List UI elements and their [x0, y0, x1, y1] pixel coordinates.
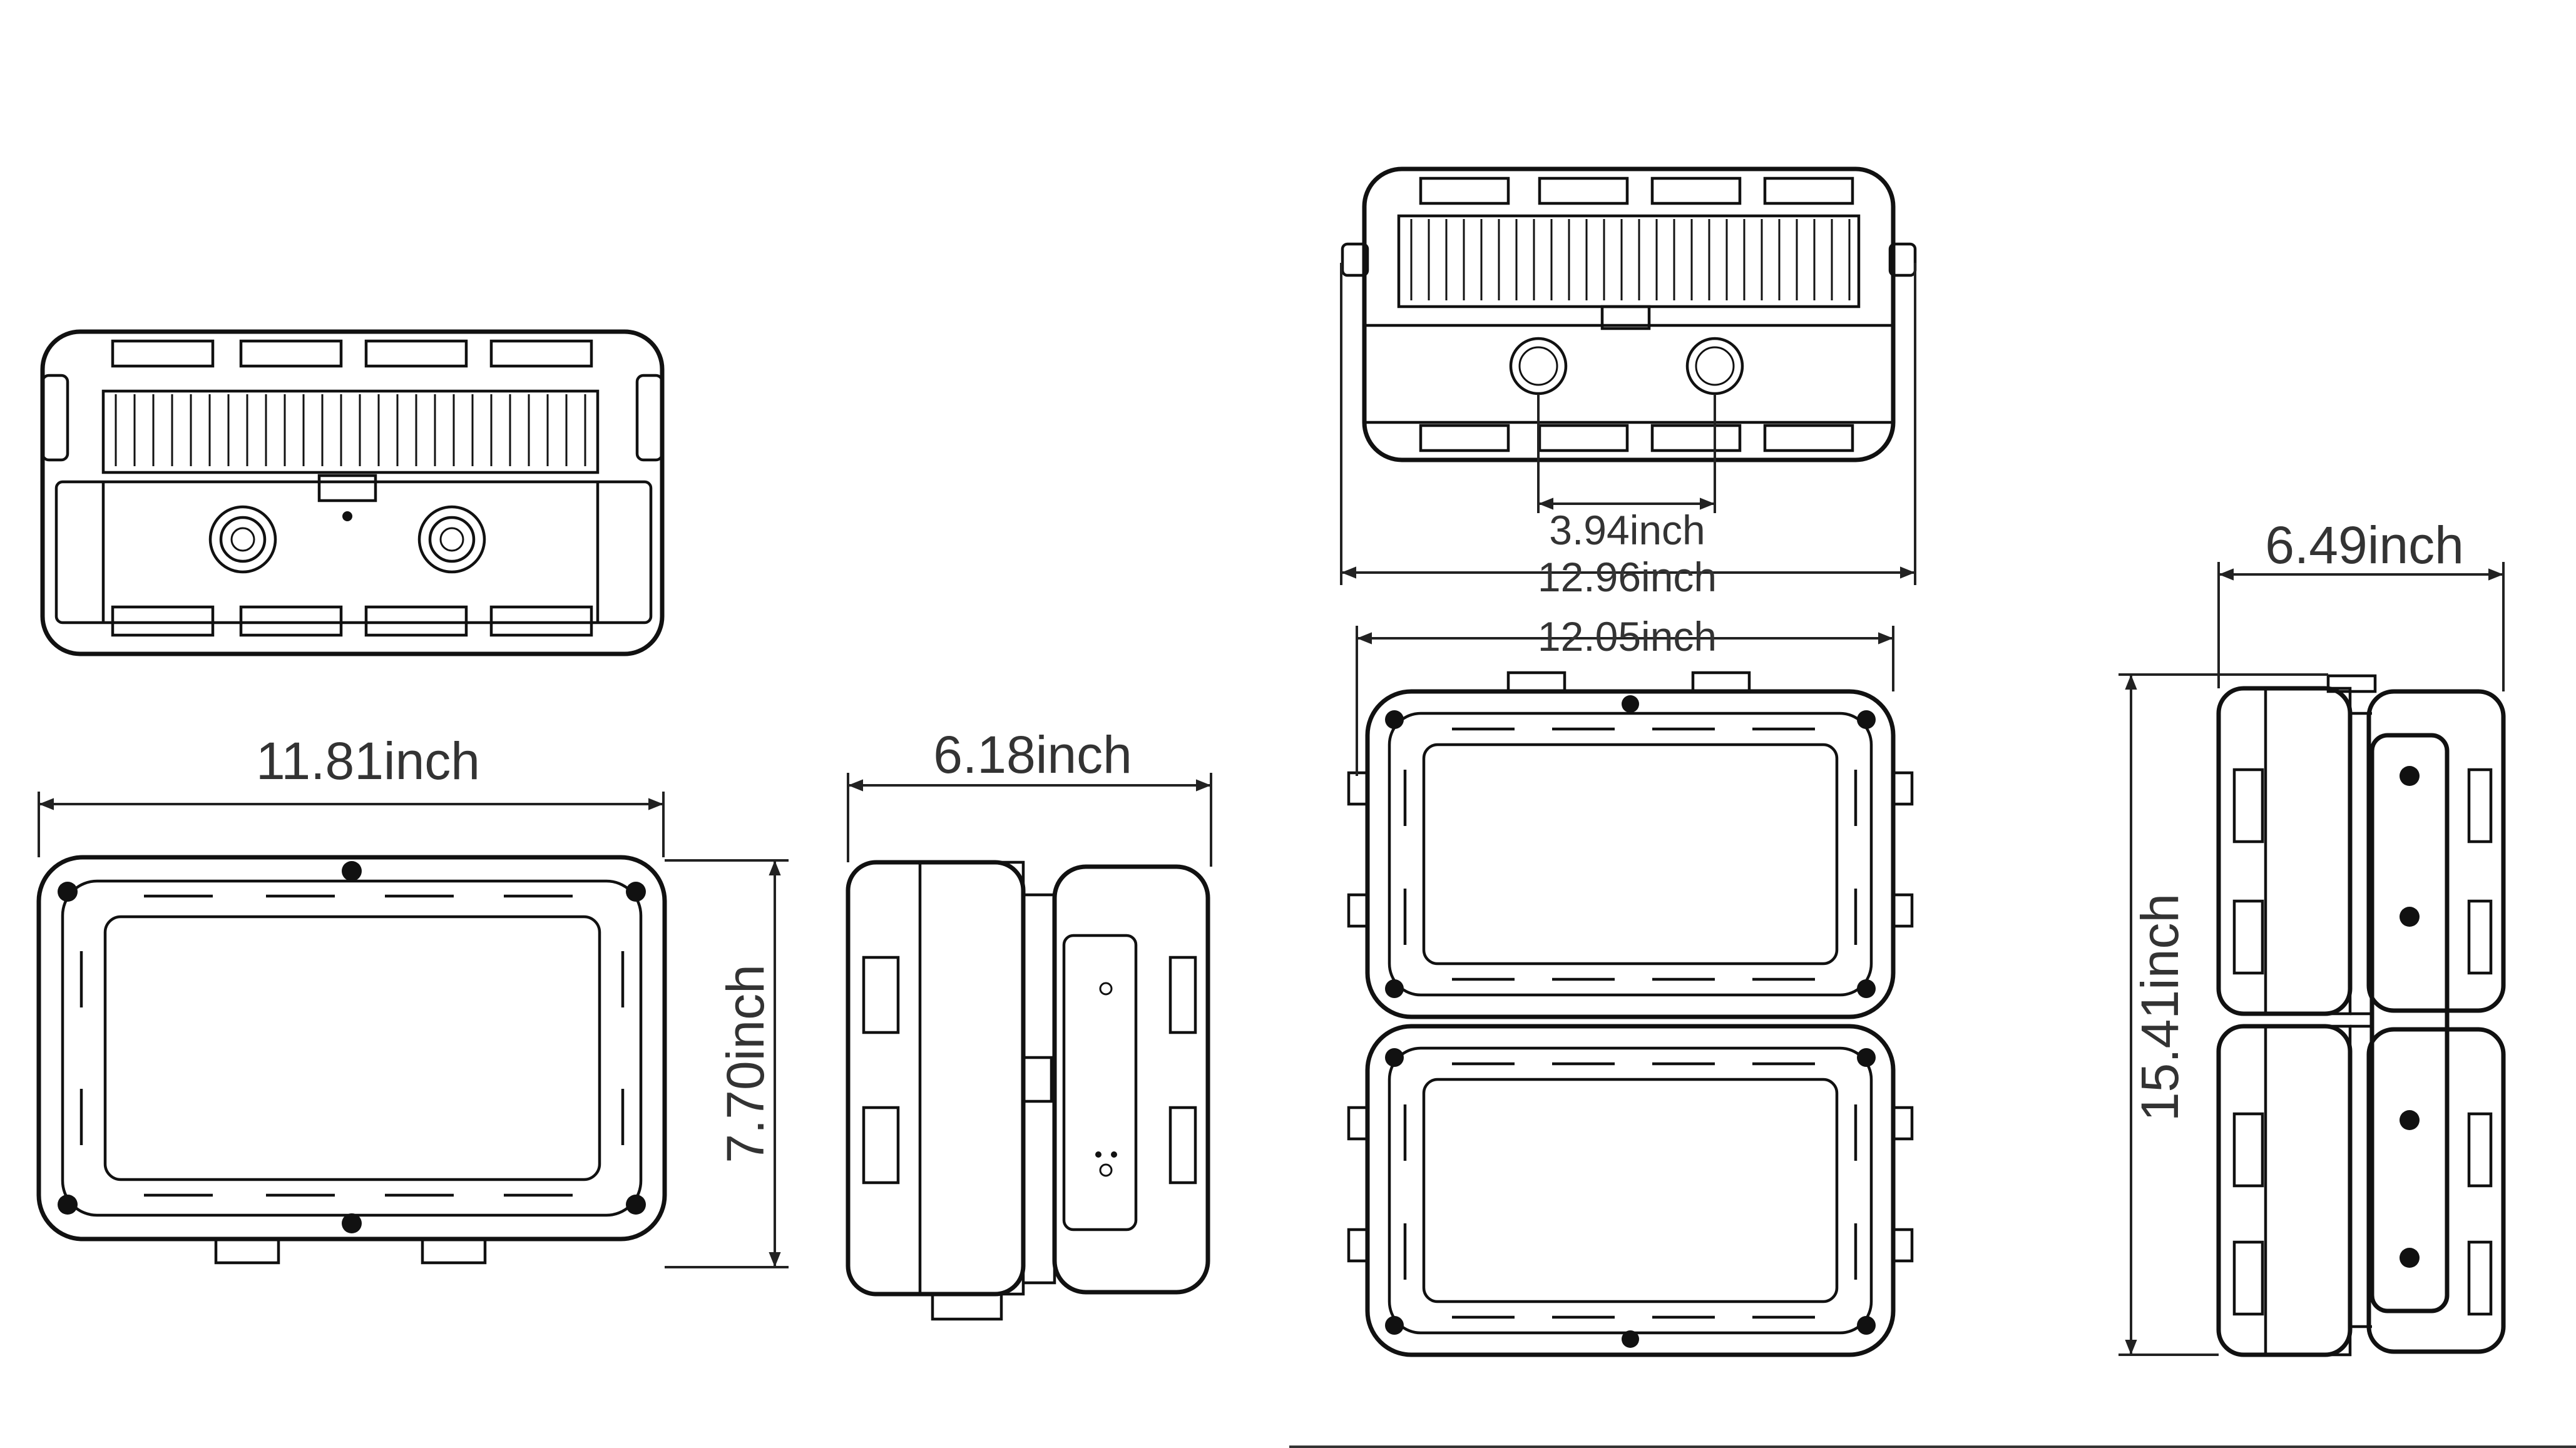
connector-left-icon: [208, 505, 277, 574]
dimension-front-height: 7.70inch: [665, 859, 789, 1268]
dimension-side-depth: 6.18inch: [847, 725, 1212, 867]
dual-side-depth-label: 6.49inch: [2265, 516, 2464, 574]
front-height-label: 7.70inch: [716, 964, 775, 1163]
connector-spacing-label: 3.94inch: [1549, 507, 1705, 553]
dimension-dual-side-depth: 6.49inch: [2217, 516, 2505, 691]
single-unit-front-view: [36, 855, 667, 1265]
dimension-top-width: 12.96inch: [1340, 263, 1916, 600]
dual-unit-top-view: [1341, 166, 1917, 462]
connector-right-icon: [417, 505, 486, 574]
single-unit-top-view: [40, 329, 665, 656]
side-depth-label: 6.18inch: [933, 725, 1132, 784]
front-width-label: 11.81inch: [256, 732, 480, 790]
dimension-dual-width: 12.05inch: [1356, 613, 1894, 776]
heatsink-fins-top: [1397, 214, 1861, 308]
dual-width-label: 12.05inch: [1538, 613, 1717, 660]
dual-height-label: 15.41inch: [2130, 894, 2189, 1121]
dual-unit-side-view: [2216, 674, 2506, 1357]
dimension-front-width: 11.81inch: [38, 732, 665, 857]
top-width-label: 12.96inch: [1538, 554, 1717, 600]
single-unit-side-view: [846, 860, 1210, 1321]
connector-right-icon: [1685, 337, 1744, 395]
connector-left-icon: [1509, 337, 1568, 395]
dimension-dual-height: 15.41inch: [2119, 673, 2328, 1356]
dimension-connector-spacing: 3.94inch: [1537, 394, 1716, 553]
heatsink-fins: [101, 389, 600, 474]
dual-unit-front-view: [1347, 671, 1914, 1357]
